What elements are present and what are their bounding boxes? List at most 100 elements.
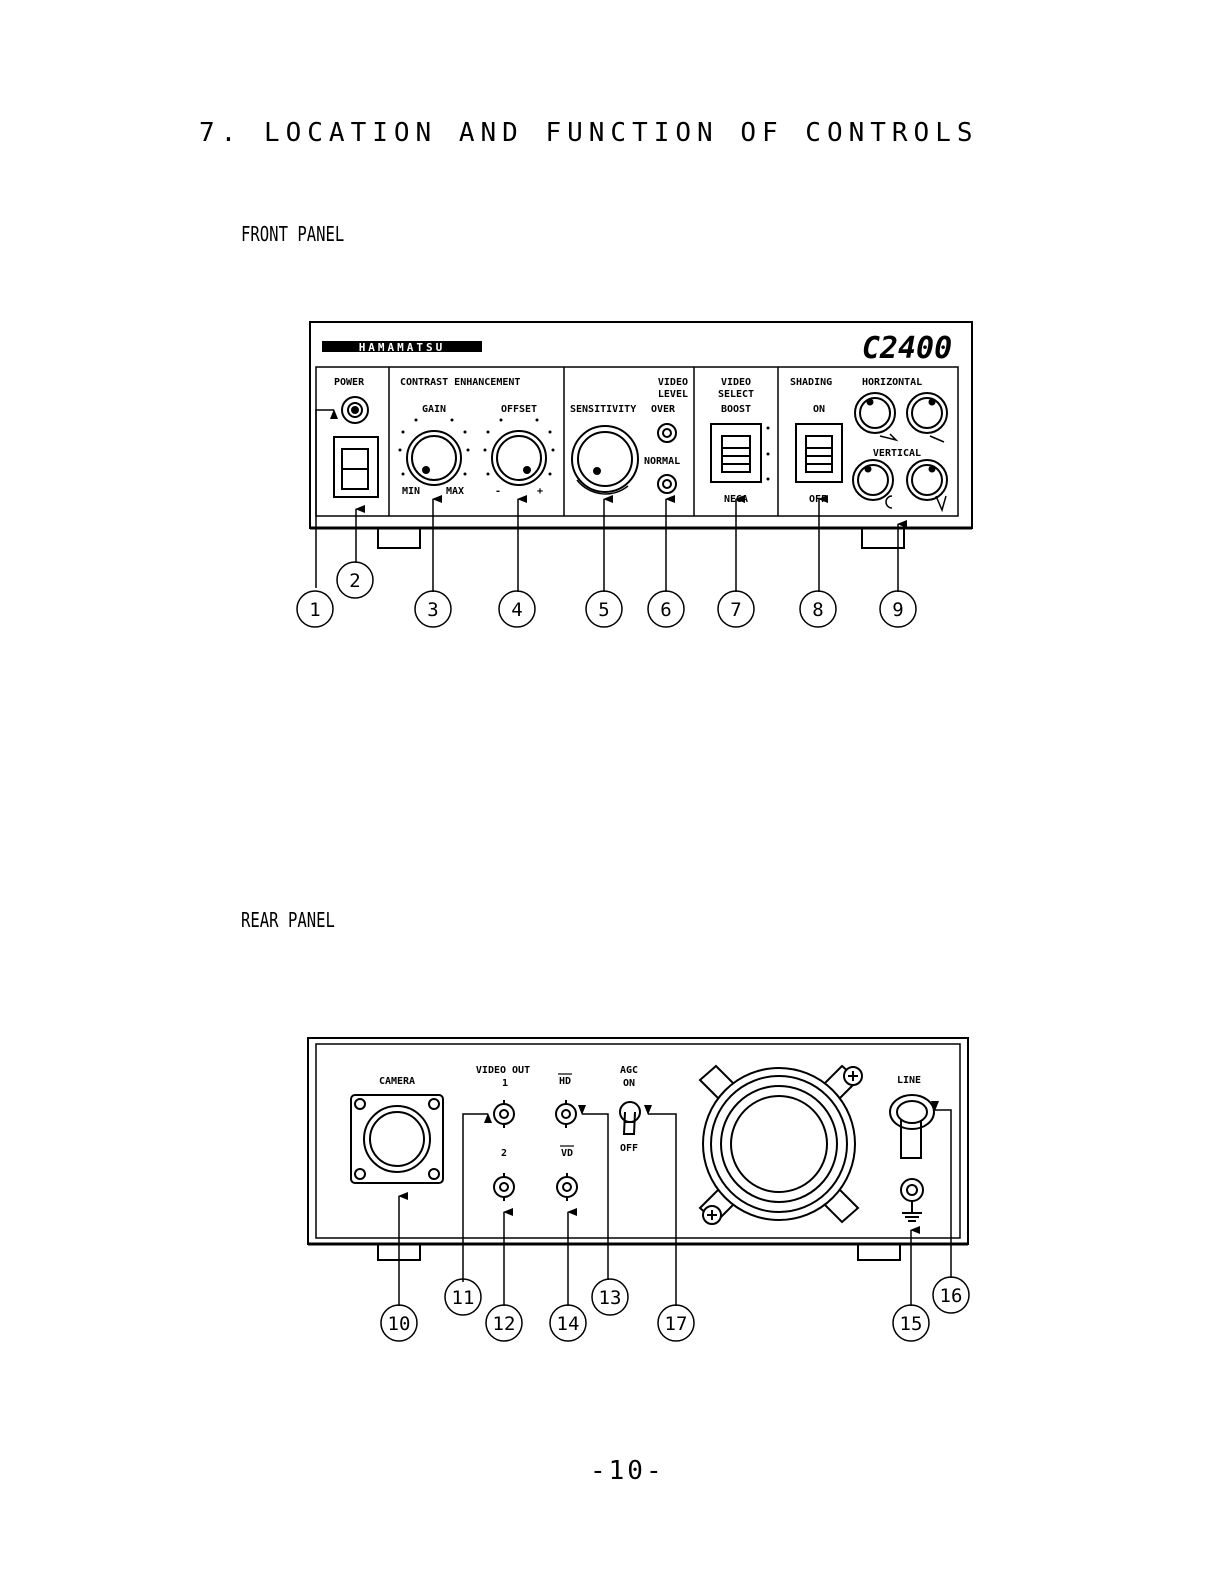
video-out-1-connector[interactable] bbox=[493, 1100, 515, 1128]
vd-label: VD bbox=[561, 1148, 573, 1159]
offset-label: OFFSET bbox=[501, 404, 537, 415]
model-badge: C2400 bbox=[862, 331, 952, 366]
callout-number-14: 14 bbox=[557, 1313, 580, 1335]
callout-2 bbox=[336, 561, 374, 599]
gain-min-label: MIN bbox=[402, 486, 420, 497]
callout-number-7: 7 bbox=[730, 599, 741, 621]
gain-scale-dots bbox=[398, 418, 470, 476]
callout-number-15: 15 bbox=[900, 1313, 923, 1335]
horizontal-label: HORIZONTAL bbox=[862, 377, 922, 388]
callout-number-6: 6 bbox=[660, 599, 671, 621]
callout-number-5: 5 bbox=[598, 599, 609, 621]
vertical-knob-right[interactable] bbox=[906, 459, 948, 501]
over-label: OVER bbox=[651, 404, 676, 415]
callout-number-9: 9 bbox=[892, 599, 903, 621]
callout-number-10: 10 bbox=[388, 1313, 411, 1335]
shading-label: SHADING bbox=[790, 377, 832, 388]
front-foot-left bbox=[377, 528, 421, 549]
callout-1 bbox=[296, 590, 334, 628]
camera-label: CAMERA bbox=[379, 1076, 415, 1087]
video-select-position-dots bbox=[766, 426, 770, 481]
rear-foot-right bbox=[857, 1244, 901, 1261]
gain-label: GAIN bbox=[422, 404, 446, 415]
callout-number-1: 1 bbox=[309, 599, 320, 621]
callout-8 bbox=[799, 590, 837, 628]
normal-label: NORMAL bbox=[644, 456, 680, 467]
callout-12 bbox=[485, 1304, 523, 1342]
agc-label: AGC bbox=[620, 1065, 638, 1076]
contrast-enhancement-label: CONTRAST ENHANCEMENT bbox=[400, 377, 520, 388]
normal-indicator-lamp bbox=[657, 474, 677, 494]
offset-knob[interactable] bbox=[491, 430, 547, 486]
agc-toggle-switch[interactable] bbox=[619, 1101, 641, 1135]
video-select-label-1: VIDEO bbox=[721, 377, 751, 388]
callout-number-13: 13 bbox=[599, 1287, 622, 1309]
callout-3 bbox=[414, 590, 452, 628]
rear-panel-face bbox=[315, 1043, 961, 1239]
horizontal-knob-right[interactable] bbox=[906, 392, 948, 434]
line-power-cord bbox=[889, 1094, 935, 1159]
page-heading: 7. LOCATION AND FUNCTION OF CONTROLS bbox=[199, 118, 979, 148]
callout-16 bbox=[932, 1276, 970, 1314]
callout-6 bbox=[647, 590, 685, 628]
gain-knob[interactable] bbox=[406, 430, 462, 486]
callout-number-16: 16 bbox=[940, 1285, 963, 1307]
callout-number-11: 11 bbox=[452, 1287, 475, 1309]
front-callouts bbox=[296, 561, 917, 628]
video-select-switch[interactable] bbox=[710, 423, 762, 483]
callout-4 bbox=[498, 590, 536, 628]
offset-plus-label: + bbox=[537, 486, 543, 497]
callout-13 bbox=[591, 1278, 629, 1316]
rear-panel bbox=[307, 1037, 969, 1261]
video-out-label: VIDEO OUT bbox=[476, 1065, 530, 1076]
callout-7 bbox=[717, 590, 755, 628]
agc-on-label: ON bbox=[623, 1078, 635, 1089]
ground-terminal[interactable] bbox=[900, 1178, 924, 1222]
boost-label: BOOST bbox=[721, 404, 751, 415]
video-out-2-label: 2 bbox=[501, 1148, 507, 1159]
shading-off-label: OFF bbox=[809, 494, 827, 505]
camera-connector[interactable] bbox=[350, 1094, 444, 1184]
horizontal-knob-left[interactable] bbox=[854, 392, 896, 434]
vd-connector[interactable] bbox=[556, 1173, 578, 1201]
gain-max-label: MAX bbox=[446, 486, 464, 497]
rear-callout-numbers: 10 11 12 13 14 15 16 17 bbox=[388, 1285, 963, 1335]
shading-on-label: ON bbox=[813, 404, 825, 415]
offset-minus-label: - bbox=[495, 486, 501, 497]
agc-off-label: OFF bbox=[620, 1143, 638, 1154]
video-out-2-connector[interactable] bbox=[493, 1173, 515, 1201]
callout-number-17: 17 bbox=[665, 1313, 688, 1335]
power-lamp bbox=[341, 396, 369, 424]
line-label: LINE bbox=[897, 1075, 921, 1086]
video-level-label-1: VIDEO bbox=[658, 377, 688, 388]
callout-number-4: 4 bbox=[511, 599, 522, 621]
callout-number-12: 12 bbox=[493, 1313, 516, 1335]
sensitivity-knob[interactable] bbox=[571, 425, 639, 495]
front-leader-lines bbox=[315, 409, 907, 592]
video-out-1-label: 1 bbox=[502, 1078, 508, 1089]
cooling-fan bbox=[698, 1064, 863, 1225]
callout-5 bbox=[585, 590, 623, 628]
callout-15 bbox=[892, 1304, 930, 1342]
rear-callouts bbox=[380, 1276, 970, 1342]
callout-17 bbox=[657, 1304, 695, 1342]
shading-switch[interactable] bbox=[795, 423, 843, 483]
front-panel-label: FRONT PANEL bbox=[241, 222, 345, 246]
sensitivity-label: SENSITIVITY bbox=[570, 404, 636, 415]
vertical-knob-left[interactable] bbox=[852, 459, 894, 501]
callout-number-2: 2 bbox=[349, 570, 360, 592]
hd-connector[interactable] bbox=[555, 1100, 577, 1128]
over-indicator-lamp bbox=[657, 423, 677, 443]
video-level-label-2: LEVEL bbox=[658, 389, 688, 400]
brand-logo: HAMAMATSU bbox=[322, 341, 482, 354]
vertical-label: VERTICAL bbox=[873, 448, 921, 459]
svg-text:HAMAMATSU: HAMAMATSU bbox=[359, 341, 446, 354]
callout-number-3: 3 bbox=[427, 599, 438, 621]
callout-11 bbox=[444, 1278, 482, 1316]
offset-scale-dots bbox=[483, 418, 555, 476]
power-switch[interactable] bbox=[333, 436, 379, 498]
callout-number-8: 8 bbox=[812, 599, 823, 621]
callout-9 bbox=[879, 590, 917, 628]
video-select-label-2: SELECT bbox=[718, 389, 754, 400]
